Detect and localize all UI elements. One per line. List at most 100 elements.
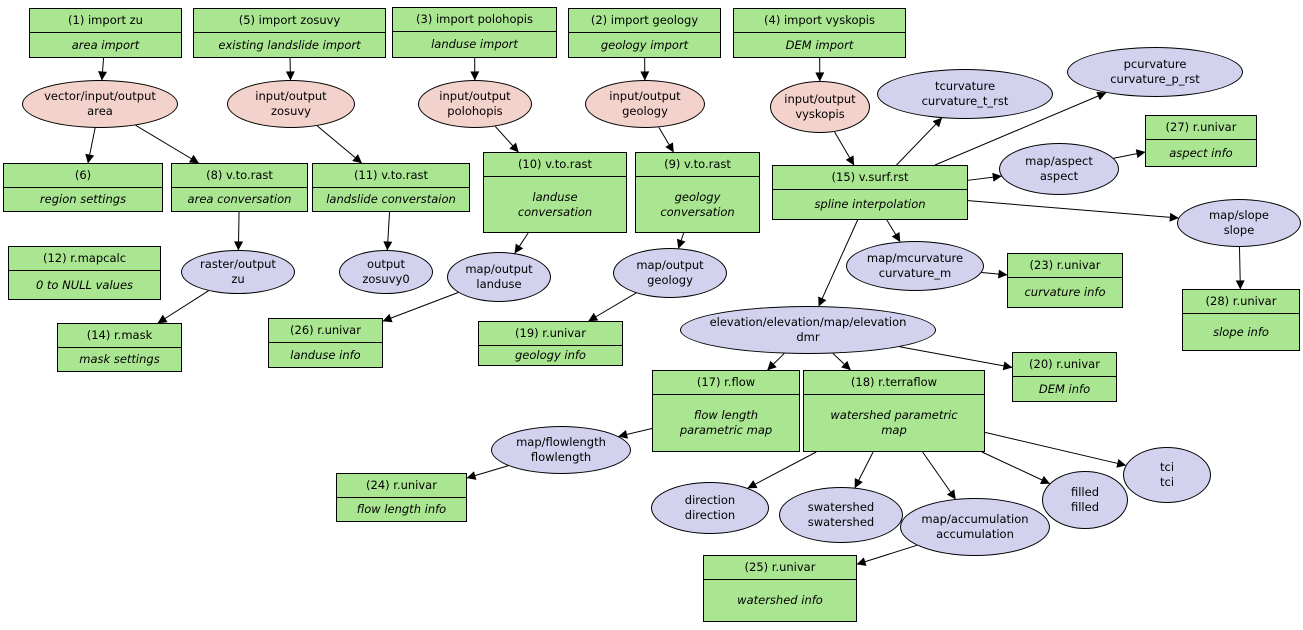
module-6-region[interactable]: (6)region settings: [3, 163, 163, 212]
node-title: (5) import zosuvy: [194, 9, 385, 33]
node-description-line: region settings: [39, 192, 127, 207]
node-title: (9) v.to.rast: [636, 153, 759, 177]
node-title: (8) v.to.rast: [172, 164, 307, 188]
node-description: landslide converstaion: [313, 188, 469, 211]
node-label-line: swatershed: [807, 515, 875, 529]
node-description: 0 to NULL values: [9, 271, 160, 299]
node-label-line: flowlength: [530, 450, 592, 464]
node-label-line: curvature_p_rst: [1110, 72, 1200, 86]
node-label-line: direction: [684, 508, 736, 522]
node-label-line: elevation/elevation/map/elevation: [709, 315, 907, 330]
node-title: (17) r.flow: [653, 371, 799, 395]
node-title: (28) r.univar: [1183, 290, 1299, 314]
module-19-runivar-geology[interactable]: (19) r.univar geology info: [478, 321, 623, 366]
edge-data-aspect-to-module-27-runivar-aspect: [1113, 149, 1146, 159]
node-label-line: input/output: [439, 89, 511, 104]
node-title: (27) r.univar: [1146, 116, 1256, 140]
edge-module-15-vsurfrst-to-data-curvature-m: [886, 219, 901, 242]
node-label-line: dmr: [796, 330, 820, 344]
edge-data-curvature-m-to-module-23-runivar-curvature: [981, 269, 1008, 279]
node-title: (23) r.univar: [1008, 254, 1122, 278]
node-description: geology import: [569, 33, 720, 57]
edge-data-polohopis-to-module-10-vtorast-landuse: [494, 126, 519, 153]
node-description-line: 0 to NULL values: [35, 277, 134, 292]
edge-module-18-rterraflow-to-data-accumulation: [922, 451, 956, 500]
node-label-line: slope: [1223, 223, 1255, 237]
node-label-line: map/output: [636, 258, 704, 273]
module-27-runivar-aspect[interactable]: (27) r.univar aspect info: [1145, 115, 1257, 167]
node-label-line: geology: [622, 104, 668, 118]
edge-module-11-vtorast-landslide-to-data-zosuvy0: [383, 211, 393, 251]
node-label-line: output: [367, 257, 405, 272]
node-label-line: filled: [1070, 485, 1099, 500]
node-description: DEM info: [1013, 377, 1116, 401]
node-label-line: accumulation: [936, 527, 1014, 541]
node-description: landuse info: [269, 343, 382, 367]
node-label-line: vyskopis: [795, 107, 845, 121]
node-label-line: curvature_t_rst: [921, 94, 1009, 108]
node-description-line: aspect info: [1169, 145, 1233, 160]
node-label-line: map/slope: [1208, 208, 1270, 223]
node-description: slope info: [1183, 314, 1299, 350]
node-label-line: swatershed: [807, 500, 875, 515]
node-label-line: zosuvy0: [362, 272, 410, 286]
node-description-line: spline interpolation: [814, 197, 926, 212]
node-description-line: geology info: [515, 348, 586, 363]
node-title: (1) import zu: [30, 9, 181, 33]
node-description-line: DEM import: [785, 37, 854, 52]
node-label-line: input/output: [609, 89, 681, 104]
module-23-runivar-curvature[interactable]: (23) r.univar curvature info: [1007, 253, 1123, 308]
node-description-line: mask settings: [79, 352, 160, 367]
node-description: region settings: [4, 188, 162, 211]
node-description-line: curvature info: [1024, 285, 1106, 300]
edge-module-17-rflow-to-data-flowlength: [618, 428, 653, 439]
node-label-line: map/aspect: [1025, 154, 1093, 169]
edge-data-zu-to-module-14-rmask: [157, 290, 209, 324]
node-description: landuse import: [393, 32, 556, 57]
node-title: (19) r.univar: [479, 322, 622, 346]
